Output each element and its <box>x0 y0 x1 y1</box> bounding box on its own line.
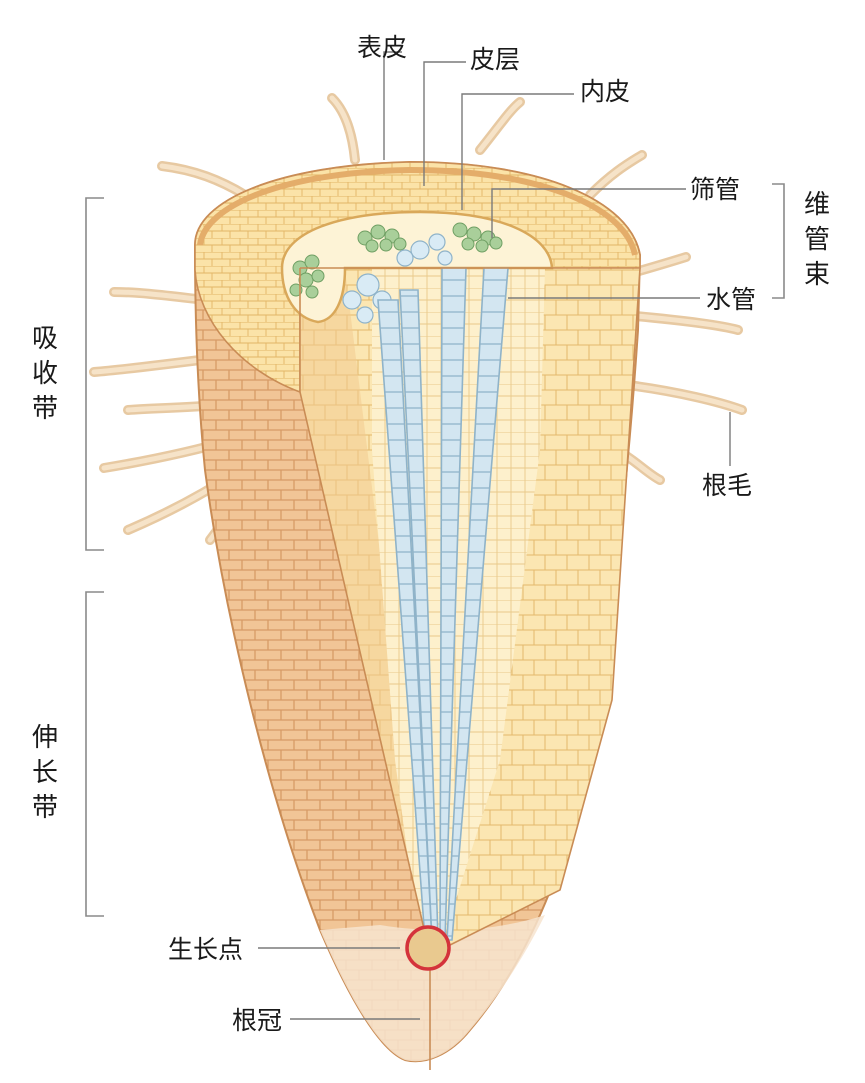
label-root-cap: 根冠 <box>232 1006 282 1035</box>
svg-text:带: 带 <box>32 394 58 424</box>
svg-text:管: 管 <box>804 225 830 255</box>
growing-point-ring <box>405 925 451 971</box>
svg-text:维: 维 <box>804 190 830 220</box>
svg-text:束: 束 <box>804 260 830 290</box>
label-growing-point: 生长点 <box>168 935 243 964</box>
svg-text:吸: 吸 <box>32 324 58 354</box>
vessels <box>377 267 509 941</box>
root-cap-region <box>320 915 545 1062</box>
svg-text:伸: 伸 <box>32 723 58 753</box>
label-elongation-zone: 伸 长 带 <box>32 723 58 823</box>
label-vascular-bundle: 维 管 束 <box>804 190 830 290</box>
label-endodermis: 内皮 <box>580 77 630 106</box>
label-absorption-zone: 吸 收 带 <box>32 324 58 424</box>
label-cortex: 皮层 <box>470 45 520 74</box>
label-vessel: 水管 <box>706 285 756 314</box>
brackets <box>85 183 785 917</box>
svg-text:长: 长 <box>32 758 58 788</box>
label-sieve-tube: 筛管 <box>690 175 740 204</box>
phloem-clusters <box>289 222 503 299</box>
cut-edges <box>299 267 641 1070</box>
label-epidermis: 表皮 <box>357 33 407 62</box>
leader-lines <box>258 51 731 1020</box>
cross-section-top <box>194 161 641 394</box>
label-root-hair: 根毛 <box>702 471 752 500</box>
svg-text:带: 带 <box>32 793 58 823</box>
svg-text:收: 收 <box>32 359 58 389</box>
xylem-cross <box>342 233 453 324</box>
